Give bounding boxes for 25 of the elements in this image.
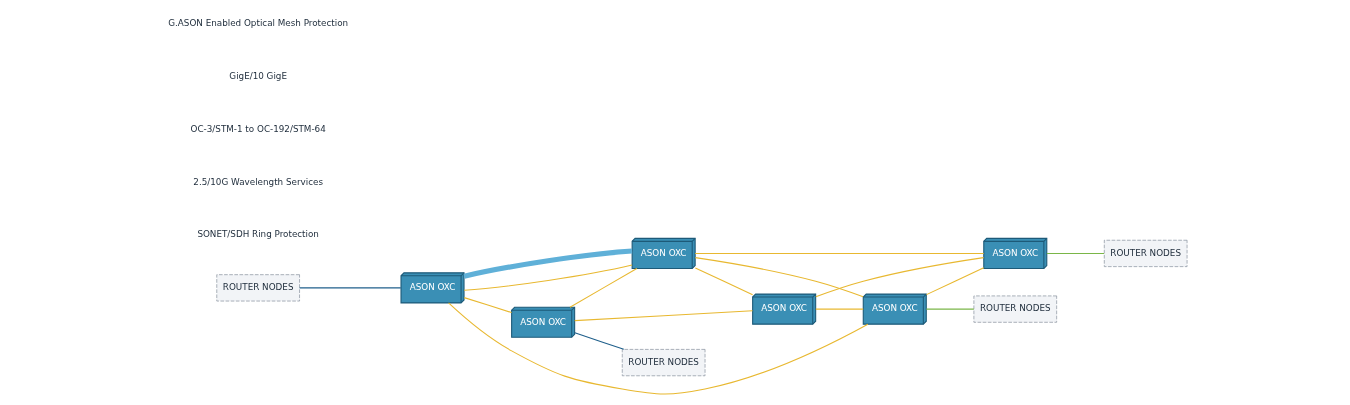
node-box: ROUTER NODES — [973, 295, 1058, 323]
connector — [574, 332, 625, 350]
connector — [1046, 252, 1105, 254]
connector — [815, 308, 864, 310]
connector — [925, 267, 985, 296]
connector — [694, 267, 754, 296]
label: GigE/10 GigE — [229, 71, 287, 82]
label: SONET/SDH Ring Protection — [197, 229, 319, 240]
label: G.ASON Enabled Optical Mesh Protection — [168, 18, 349, 29]
connector — [463, 248, 633, 279]
node-box: ROUTER NODES — [621, 349, 706, 377]
label: OC-3/STM-1 to OC-192/STM-64 — [190, 123, 326, 134]
connector — [463, 264, 633, 291]
connector — [463, 297, 513, 314]
node-box: ROUTER NODES — [216, 274, 300, 302]
connector — [694, 252, 985, 254]
connector — [694, 257, 864, 298]
connector — [299, 287, 402, 289]
connector — [815, 257, 985, 298]
label: 2.5/10G Wavelength Services — [193, 176, 323, 187]
connector — [569, 267, 638, 308]
connector — [574, 310, 754, 322]
connector — [448, 302, 869, 395]
connector — [925, 308, 975, 310]
node-box: ROUTER NODES — [1103, 239, 1188, 267]
